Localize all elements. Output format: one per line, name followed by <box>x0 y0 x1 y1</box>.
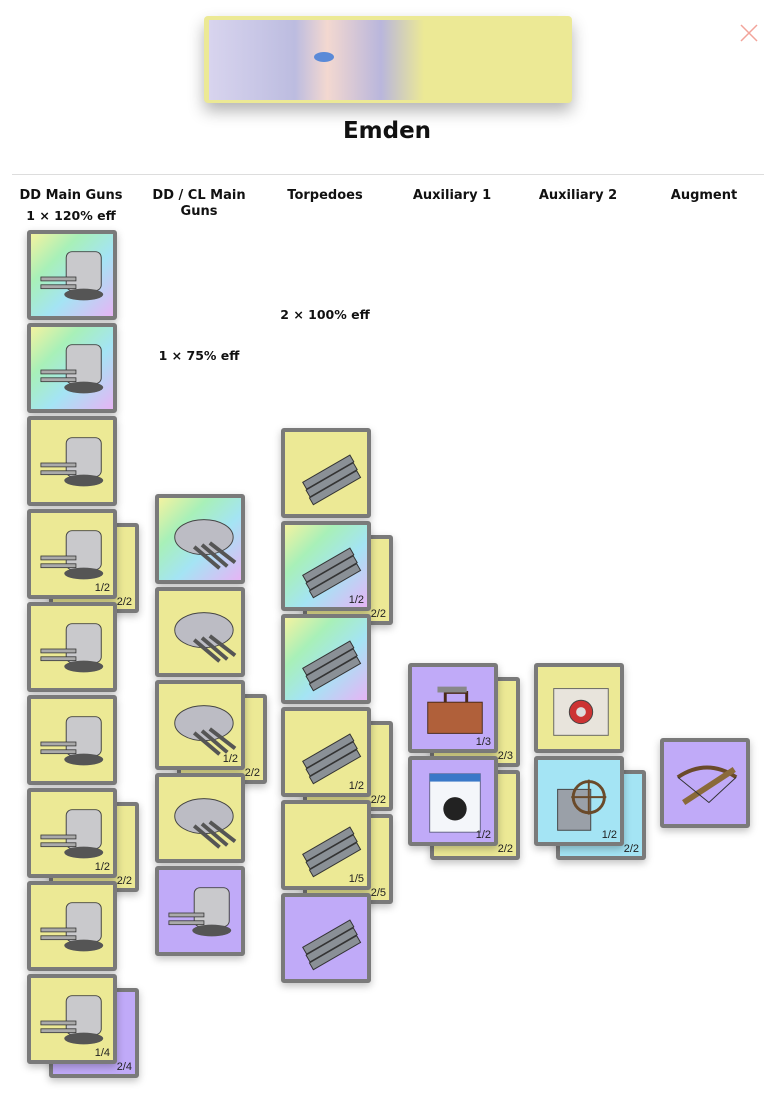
slot-count: 1/2 <box>94 582 110 594</box>
slot-count: 2/2 <box>623 843 639 855</box>
equipment-slot[interactable]: 1/2 <box>534 756 624 846</box>
slot-count: 2/2 <box>116 875 132 887</box>
equipment-slot[interactable] <box>27 416 117 506</box>
twin-gun-turret-icon <box>40 809 104 859</box>
twin-gun-turret-icon <box>40 251 104 301</box>
equipment-slot[interactable]: 1/5 <box>281 800 371 890</box>
equipment-slot[interactable]: 1/2 <box>281 521 371 611</box>
machinery-icon <box>553 688 609 736</box>
column-header: Torpedoes <box>287 188 363 203</box>
equipment-slot[interactable]: 1/2 <box>27 788 117 878</box>
slot-count: 1/4 <box>94 1047 110 1059</box>
twin-gun-turret-icon <box>40 902 104 952</box>
ship-banner <box>204 16 572 103</box>
ship-name: Emden <box>342 118 432 144</box>
equipment-slot[interactable] <box>281 614 371 704</box>
equipment-slot[interactable] <box>155 494 245 584</box>
torpedo-launcher-icon <box>302 454 362 506</box>
equipment-slot[interactable] <box>281 428 371 518</box>
slot-count: 1/2 <box>222 753 238 765</box>
slot-count: 1/2 <box>94 861 110 873</box>
slot-count: 1/5 <box>348 873 364 885</box>
slot-count: 1/2 <box>475 829 491 841</box>
twin-gun-turret-icon <box>40 530 104 580</box>
equipment-slot[interactable]: 1/2 <box>27 509 117 599</box>
close-icon[interactable] <box>740 24 758 42</box>
equipment-slot[interactable] <box>534 663 624 753</box>
equipment-slot[interactable]: 1/2 <box>281 707 371 797</box>
twin-gun-turret-icon <box>40 623 104 673</box>
triple-gun-turret-icon <box>174 798 237 849</box>
equipment-slot[interactable]: 1/4 <box>27 974 117 1064</box>
equipment-slot[interactable] <box>281 893 371 983</box>
column-header: Auxiliary 2 <box>538 188 618 203</box>
slot-count: 2/2 <box>370 794 386 806</box>
column-header: Auxiliary 1 <box>412 188 492 203</box>
equipment-slot[interactable] <box>27 323 117 413</box>
slot-count: 1/3 <box>475 736 491 748</box>
equipment-slot[interactable] <box>27 695 117 785</box>
equipment-slot[interactable] <box>27 230 117 320</box>
slot-count: 2/2 <box>244 767 260 779</box>
equipment-slot[interactable] <box>155 587 245 677</box>
twin-gun-turret-icon <box>40 344 104 394</box>
efficiency-label: 1 × 75% eff <box>158 348 240 363</box>
manual-document-icon <box>429 773 481 833</box>
equipment-slot[interactable] <box>155 866 245 956</box>
equipment-slot[interactable] <box>27 602 117 692</box>
triple-gun-turret-icon <box>174 612 237 663</box>
torpedo-launcher-icon <box>302 826 362 878</box>
efficiency-label: 2 × 100% eff <box>280 307 370 322</box>
slot-count: 2/5 <box>370 887 386 899</box>
toolbox-icon <box>427 686 483 734</box>
equipment-slot[interactable] <box>155 773 245 863</box>
slot-count: 2/3 <box>497 750 513 762</box>
ship-portrait <box>209 20 424 100</box>
slot-count: 1/2 <box>348 780 364 792</box>
twin-gun-turret-icon <box>40 437 104 487</box>
equipment-slot[interactable] <box>660 738 750 828</box>
slot-count: 2/2 <box>497 843 513 855</box>
twin-gun-turret-icon <box>40 716 104 766</box>
column-header: Augment <box>670 188 738 203</box>
twin-gun-turret-icon <box>168 887 232 937</box>
slot-count: 2/2 <box>370 608 386 620</box>
divider <box>12 174 764 175</box>
equipment-slot[interactable]: 1/2 <box>408 756 498 846</box>
equipment-slot[interactable]: 1/2 <box>155 680 245 770</box>
twin-gun-turret-icon <box>40 995 104 1045</box>
equipment-slot[interactable] <box>27 881 117 971</box>
crossbow-icon <box>676 765 738 805</box>
slot-count: 2/4 <box>116 1061 132 1073</box>
column-header: DD Main Guns <box>19 188 123 203</box>
triple-gun-turret-icon <box>174 705 237 756</box>
torpedo-launcher-icon <box>302 733 362 785</box>
torpedo-launcher-icon <box>302 640 362 692</box>
ship-wheel-icon <box>557 779 607 831</box>
torpedo-launcher-icon <box>302 919 362 971</box>
torpedo-launcher-icon <box>302 547 362 599</box>
equipment-slot[interactable]: 1/3 <box>408 663 498 753</box>
efficiency-label: 1 × 120% eff <box>26 208 116 223</box>
column-header: DD / CL Main Guns <box>152 188 246 219</box>
slot-count: 1/2 <box>601 829 617 841</box>
slot-count: 1/2 <box>348 594 364 606</box>
slot-count: 2/2 <box>116 596 132 608</box>
triple-gun-turret-icon <box>174 519 237 570</box>
